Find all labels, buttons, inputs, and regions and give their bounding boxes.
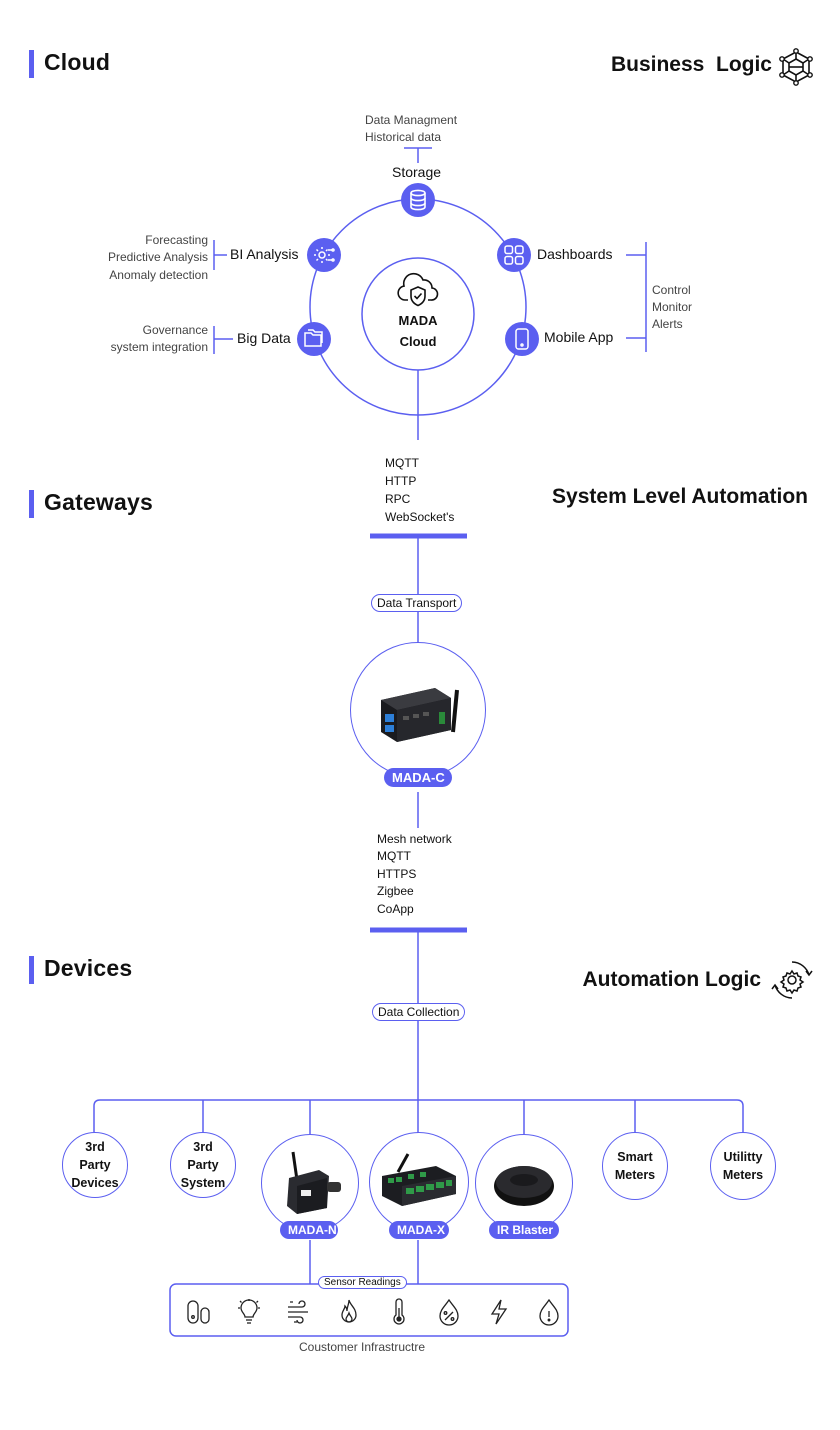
gateway-protocol: HTTPS xyxy=(377,867,417,881)
bi-note-2: Predictive Analysis xyxy=(107,250,208,264)
storage-label: Storage xyxy=(392,164,442,180)
gateway-protocol: Mesh network xyxy=(377,832,452,846)
gateway-protocol: Zigbee xyxy=(377,884,414,898)
gateway-device-image xyxy=(381,688,459,742)
door-sensor-icon xyxy=(187,1300,210,1324)
label-line: 3rd xyxy=(193,1140,213,1154)
bi-note-3: Anomaly detection xyxy=(109,268,208,282)
label-line: System xyxy=(180,1176,226,1190)
devices-section-title: Devices xyxy=(44,955,133,981)
data-transport-pill: Data Transport xyxy=(371,594,463,612)
ir-blaster-node xyxy=(475,1134,573,1232)
gateway-protocol: CoApp xyxy=(377,902,414,916)
big-data-node xyxy=(297,322,331,356)
gateways-section-bar xyxy=(29,490,34,518)
devices-section-bar xyxy=(29,956,34,984)
dashboards-label: Dashboards xyxy=(537,246,613,262)
ir-blaster-device-image xyxy=(494,1166,554,1206)
customer-infrastructure-label: Coustomer Infrastructre xyxy=(299,1340,426,1354)
right-note-monitor: Monitor xyxy=(652,300,693,314)
big-data-label: Big Data xyxy=(237,330,291,346)
gateway-protocol: MQTT xyxy=(377,849,411,863)
storage-node xyxy=(401,183,435,217)
gateway-circle xyxy=(350,642,486,778)
business-logic-title: Business Logic xyxy=(610,53,772,76)
bi-analysis-label: BI Analysis xyxy=(230,246,299,262)
cloud-protocol: WebSocket's xyxy=(385,510,455,524)
storage-note-2: Historical data xyxy=(365,130,442,144)
label-line: Meters xyxy=(722,1168,764,1182)
mada-n-node xyxy=(261,1134,359,1232)
ir-blaster-label: IR Blaster xyxy=(489,1221,559,1239)
gateways-section-title: Gateways xyxy=(44,489,153,515)
label-line: Utilitty xyxy=(723,1150,763,1164)
gear-circuit-icon xyxy=(314,247,335,263)
storage-note-1: Data Managment xyxy=(365,113,458,127)
label-line: Smart xyxy=(617,1150,653,1164)
automation-logic-title: Automation Logic xyxy=(582,968,761,991)
light-bulb-icon xyxy=(238,1299,260,1324)
network-cube-icon xyxy=(779,48,813,86)
data-collection-pill: Data Collection xyxy=(372,1003,466,1021)
right-note-control: Control xyxy=(652,283,691,297)
mada-x-device-image xyxy=(382,1153,456,1206)
bigdata-note-2: system integration xyxy=(110,340,208,354)
label-line: Party xyxy=(79,1158,111,1172)
mada-x-label: MADA-X xyxy=(389,1221,449,1239)
label-line: 3rd xyxy=(85,1140,105,1154)
mada-cloud-title-2: Cloud xyxy=(399,334,437,349)
flame-icon xyxy=(341,1299,357,1323)
system-level-automation-title: System Level Automation xyxy=(552,485,808,508)
thermometer-icon xyxy=(393,1298,405,1325)
right-note-alerts: Alerts xyxy=(652,317,683,331)
bigdata-note-1: Governance xyxy=(142,323,208,337)
mada-c-label: MADA-C xyxy=(384,768,452,787)
mada-n-device-image xyxy=(287,1151,341,1214)
bi-analysis-node xyxy=(307,238,341,272)
mada-cloud-title-1: MADA xyxy=(398,313,438,328)
lightning-icon xyxy=(490,1299,508,1325)
mobile-phone-icon xyxy=(515,328,529,350)
mobile-app-label: Mobile App xyxy=(544,329,614,345)
cloud-section-bar xyxy=(29,50,34,78)
dashboard-grid-icon xyxy=(504,245,524,265)
label-line: Meters xyxy=(614,1168,656,1182)
water-leak-icon xyxy=(539,1298,559,1326)
cloud-section-title: Cloud xyxy=(44,49,111,75)
dashboards-node xyxy=(497,238,531,272)
label-line: Party xyxy=(187,1158,219,1172)
label-line: Devices xyxy=(71,1176,119,1190)
mada-x-node xyxy=(369,1132,469,1232)
cloud-protocol: HTTP xyxy=(385,474,417,488)
bi-note-1: Forecasting xyxy=(145,233,208,247)
wind-icon xyxy=(288,1300,308,1324)
mada-n-label: MADA-N xyxy=(280,1221,338,1239)
database-icon xyxy=(410,189,426,211)
cloud-protocol: MQTT xyxy=(385,456,419,470)
humidity-icon xyxy=(439,1298,459,1326)
automation-gear-icon xyxy=(771,961,813,999)
folder-stack-icon xyxy=(304,329,323,347)
cloud-protocol: RPC xyxy=(385,492,411,506)
cloud-shield-icon xyxy=(397,272,439,307)
mobile-app-node xyxy=(505,322,539,356)
sensor-readings-pill: Sensor Readings xyxy=(318,1276,407,1289)
